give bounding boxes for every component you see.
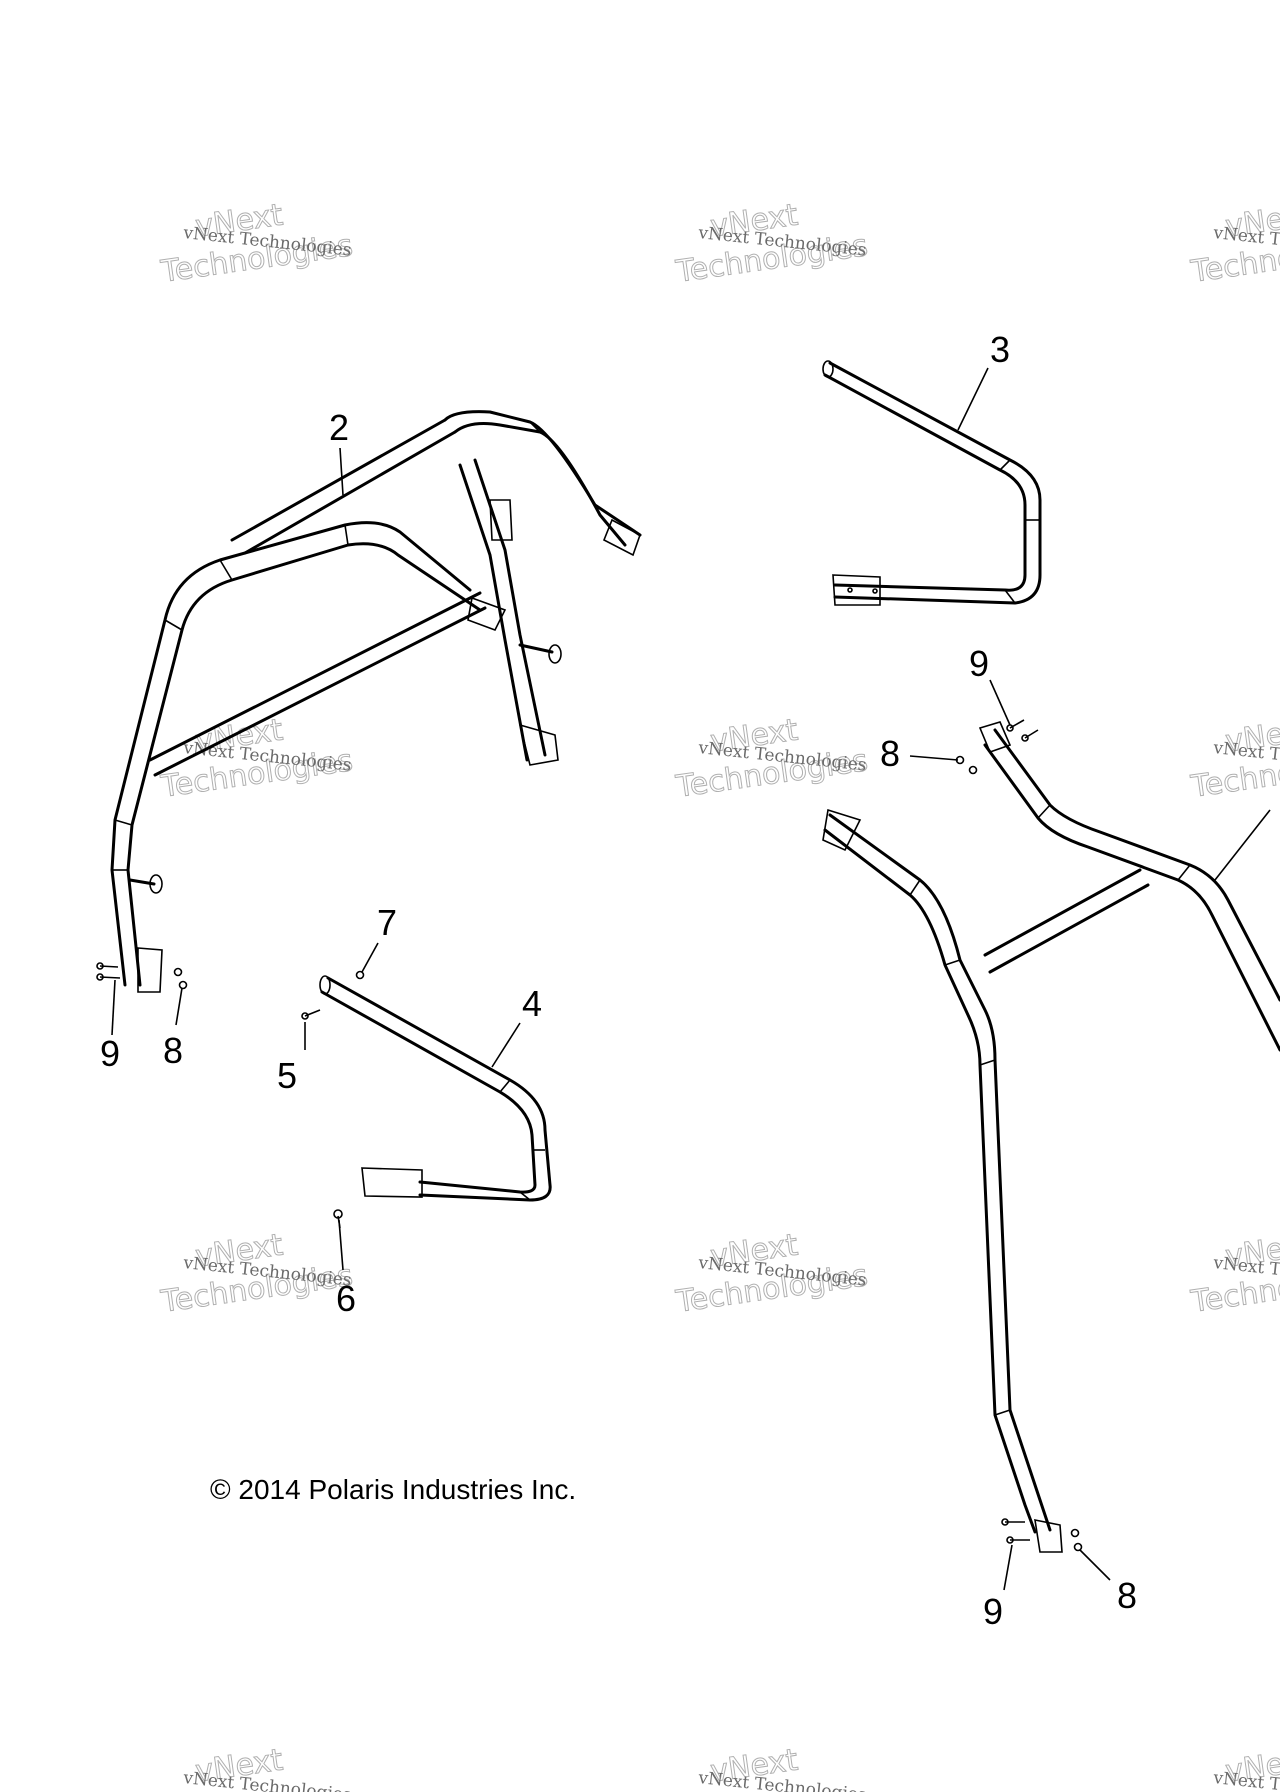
nut-icon: [1070, 1528, 1080, 1538]
callout-8: 8: [163, 1030, 183, 1071]
fasteners: [96, 719, 1083, 1552]
part-rear-cage: [822, 721, 1280, 1553]
callout-5: 5: [277, 1055, 297, 1096]
nut-icon: [173, 967, 183, 977]
bolt-icon: [1021, 734, 1029, 742]
callout-2: 2: [329, 407, 349, 448]
callout-6: 6: [336, 1278, 356, 1319]
nut-icon: [968, 765, 978, 775]
callout-3: 3: [990, 329, 1010, 370]
callout-8: 8: [880, 733, 900, 774]
callout-9: 9: [100, 1033, 120, 1074]
bolt-icon: [301, 1012, 309, 1020]
part-2-front-cage: [110, 410, 642, 993]
callout-7: 7: [377, 902, 397, 943]
watermarks: Technologies vNext vNext Technologies Te…: [158, 197, 1280, 1792]
bolt-icon: [333, 1209, 343, 1219]
callout-9: 9: [983, 1591, 1003, 1632]
callout-8: 8: [1117, 1575, 1137, 1616]
callouts: 2 3 4 5 6 7 8 9 8 9 8 9: [100, 329, 1137, 1632]
copyright-notice: © 2014 Polaris Industries Inc.: [210, 1474, 577, 1505]
bolt-icon: [1006, 1536, 1014, 1544]
nut-icon: [178, 980, 188, 990]
nut-icon: [355, 970, 365, 980]
part-4-side-bar: [319, 975, 552, 1202]
part-3-side-bar: [822, 360, 1042, 606]
leader-lines: [111, 367, 1271, 1591]
callout-9: 9: [969, 643, 989, 684]
nut-icon: [1073, 1542, 1083, 1552]
callout-4: 4: [522, 983, 542, 1024]
bolt-icon: [1001, 1518, 1009, 1526]
